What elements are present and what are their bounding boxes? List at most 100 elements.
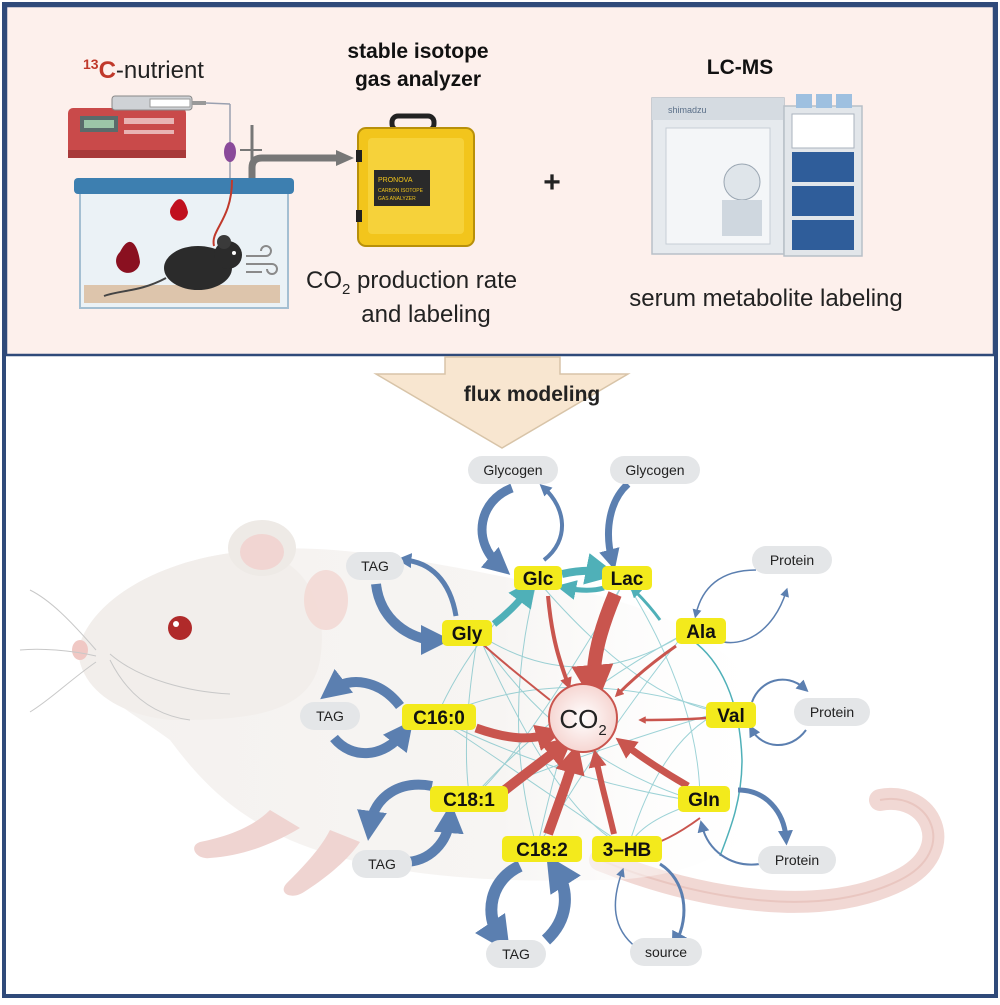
c182-to-tag-flux [475,860,523,953]
c160-oxidation-flux [474,723,563,751]
metabolite-node-gln: Gln [678,786,730,812]
gas-analyzer-title-line2: gas analyzer [355,68,481,91]
lcms-instrument-icon: shimadzu [651,94,863,257]
metabolite-node-c182: C18:2 [502,836,582,862]
analyzer-case-text: CARBON ISOTOPE [378,188,424,194]
flux-modeling-label: flux modeling [464,383,601,406]
co2-label: CO2 [559,704,606,739]
lcms-caption: serum metabolite labeling [629,285,902,312]
plus-sign: + [543,166,561,199]
metabolite-node-3hb: 3–HB [592,836,662,862]
gas-tube [248,154,340,178]
svg-text:3–HB: 3–HB [603,840,652,861]
val-oxidation-flux [638,716,707,724]
val-to-protein-flux [751,678,809,703]
co2-node [548,683,618,753]
blood-drop-icon [116,241,140,273]
protein-to-ala-flux [692,569,757,619]
svg-text:TAG: TAG [368,856,396,872]
airflow-icon [246,245,278,275]
storage-exchange-fluxes [320,481,809,953]
svg-text:Ala: Ala [686,622,716,643]
gas-analyzer-case-icon: PRONOVA CARBON ISOTOPE GAS ANALYZER [356,113,475,247]
co2-caption-line1: CO2 production rate [306,267,517,298]
svg-text:Lac: Lac [611,569,644,590]
svg-text:Glycogen: Glycogen [483,462,542,478]
glc-to-glycogen-flux [539,483,564,562]
store-node-tag-gly: TAG [346,552,404,580]
gly-to-tag-flux [396,553,459,617]
metabolite-node-val: Val [706,702,756,728]
store-node-protein-ala: Protein [752,546,832,574]
metabolite-node-c160: C16:0 [402,704,476,730]
glc-to-lac-flux [561,553,618,585]
metabolite-node-lac: Lac [602,566,652,590]
protein-to-gln-flux [697,820,761,866]
svg-text:C18:2: C18:2 [516,840,568,861]
svg-text:Protein: Protein [775,852,819,868]
analyzer-case-text: GAS ANALYZER [378,196,416,202]
metabolite-node-gly: Gly [442,620,492,646]
blood-drop-icon [170,199,188,221]
gas-analyzer-title-line1: stable isotope [347,40,488,63]
oxidation-fluxes [474,591,707,849]
svg-text:TAG: TAG [361,558,389,574]
store-node-glycogen-right: Glycogen [610,456,700,484]
svg-text:Gln: Gln [688,790,720,811]
glycogen-to-lac-flux [599,481,631,571]
store-node-protein-val: Protein [794,698,870,726]
lcms-brand: shimadzu [668,105,707,115]
svg-text:TAG: TAG [316,708,344,724]
rat-eye [168,616,192,640]
c160-to-tag-flux [320,668,404,710]
metabolite-node-ala: Ala [676,618,726,644]
gas-tube-arrowhead [336,150,354,166]
gly-to-glc-flux [491,578,537,627]
gln-oxidation-flux [615,737,690,790]
tag-to-c182-flux [541,854,581,945]
ala-link [691,639,743,857]
glc-oxidation-flux [546,595,572,690]
store-node-glycogen-left: Glycogen [468,456,558,484]
nutrient-label: 13C-nutrient [83,56,204,84]
flux-modeling-arrow [373,356,631,449]
store-node-tag-c160: TAG [300,702,360,730]
analyzer-case-text: PRONOVA [378,177,413,184]
tag-to-c160-flux [330,720,414,758]
svg-text:Val: Val [717,706,744,727]
svg-text:source: source [645,944,687,960]
svg-text:C18:1: C18:1 [443,790,495,811]
syringe-pump-icon [68,95,231,158]
svg-text:Protein: Protein [770,552,814,568]
svg-text:C16:0: C16:0 [413,708,465,729]
ala-to-lac-flux [629,585,662,621]
svg-text:Glc: Glc [523,569,554,590]
mouse-cage-icon [74,178,294,309]
lac-oxidation-flux [571,591,622,707]
store-node-source: source [630,938,702,966]
c181-to-tag-flux [357,779,433,841]
ala-to-protein-flux [715,587,789,644]
3hb-loop-flux [659,862,689,950]
metabolite-node-glc: Glc [514,566,562,590]
flux-network: CO2 Glc Lac Gly Ala C16:0 Val C18 [300,456,870,968]
lac-to-glc-flux [556,580,605,600]
source-to-3hb-flux [614,867,641,951]
store-node-protein-gln: Protein [758,846,836,874]
tag-to-gly-flux [371,583,451,655]
lcms-title: LC-MS [707,56,774,79]
metabolite-node-c181: C18:1 [430,786,508,812]
glycogen-to-glc-flux [477,483,514,575]
store-node-tag-c182: TAG [486,940,546,968]
svg-text:TAG: TAG [502,946,530,962]
svg-text:Glycogen: Glycogen [625,462,684,478]
gln-to-protein-flux [737,787,793,846]
protein-to-val-flux [749,724,807,746]
ala-oxidation-flux [614,644,677,698]
c182-oxidation-flux [543,743,585,836]
svg-text:Protein: Protein [810,704,854,720]
svg-text:Gly: Gly [452,624,483,645]
store-node-tag-c181: TAG [352,850,412,878]
